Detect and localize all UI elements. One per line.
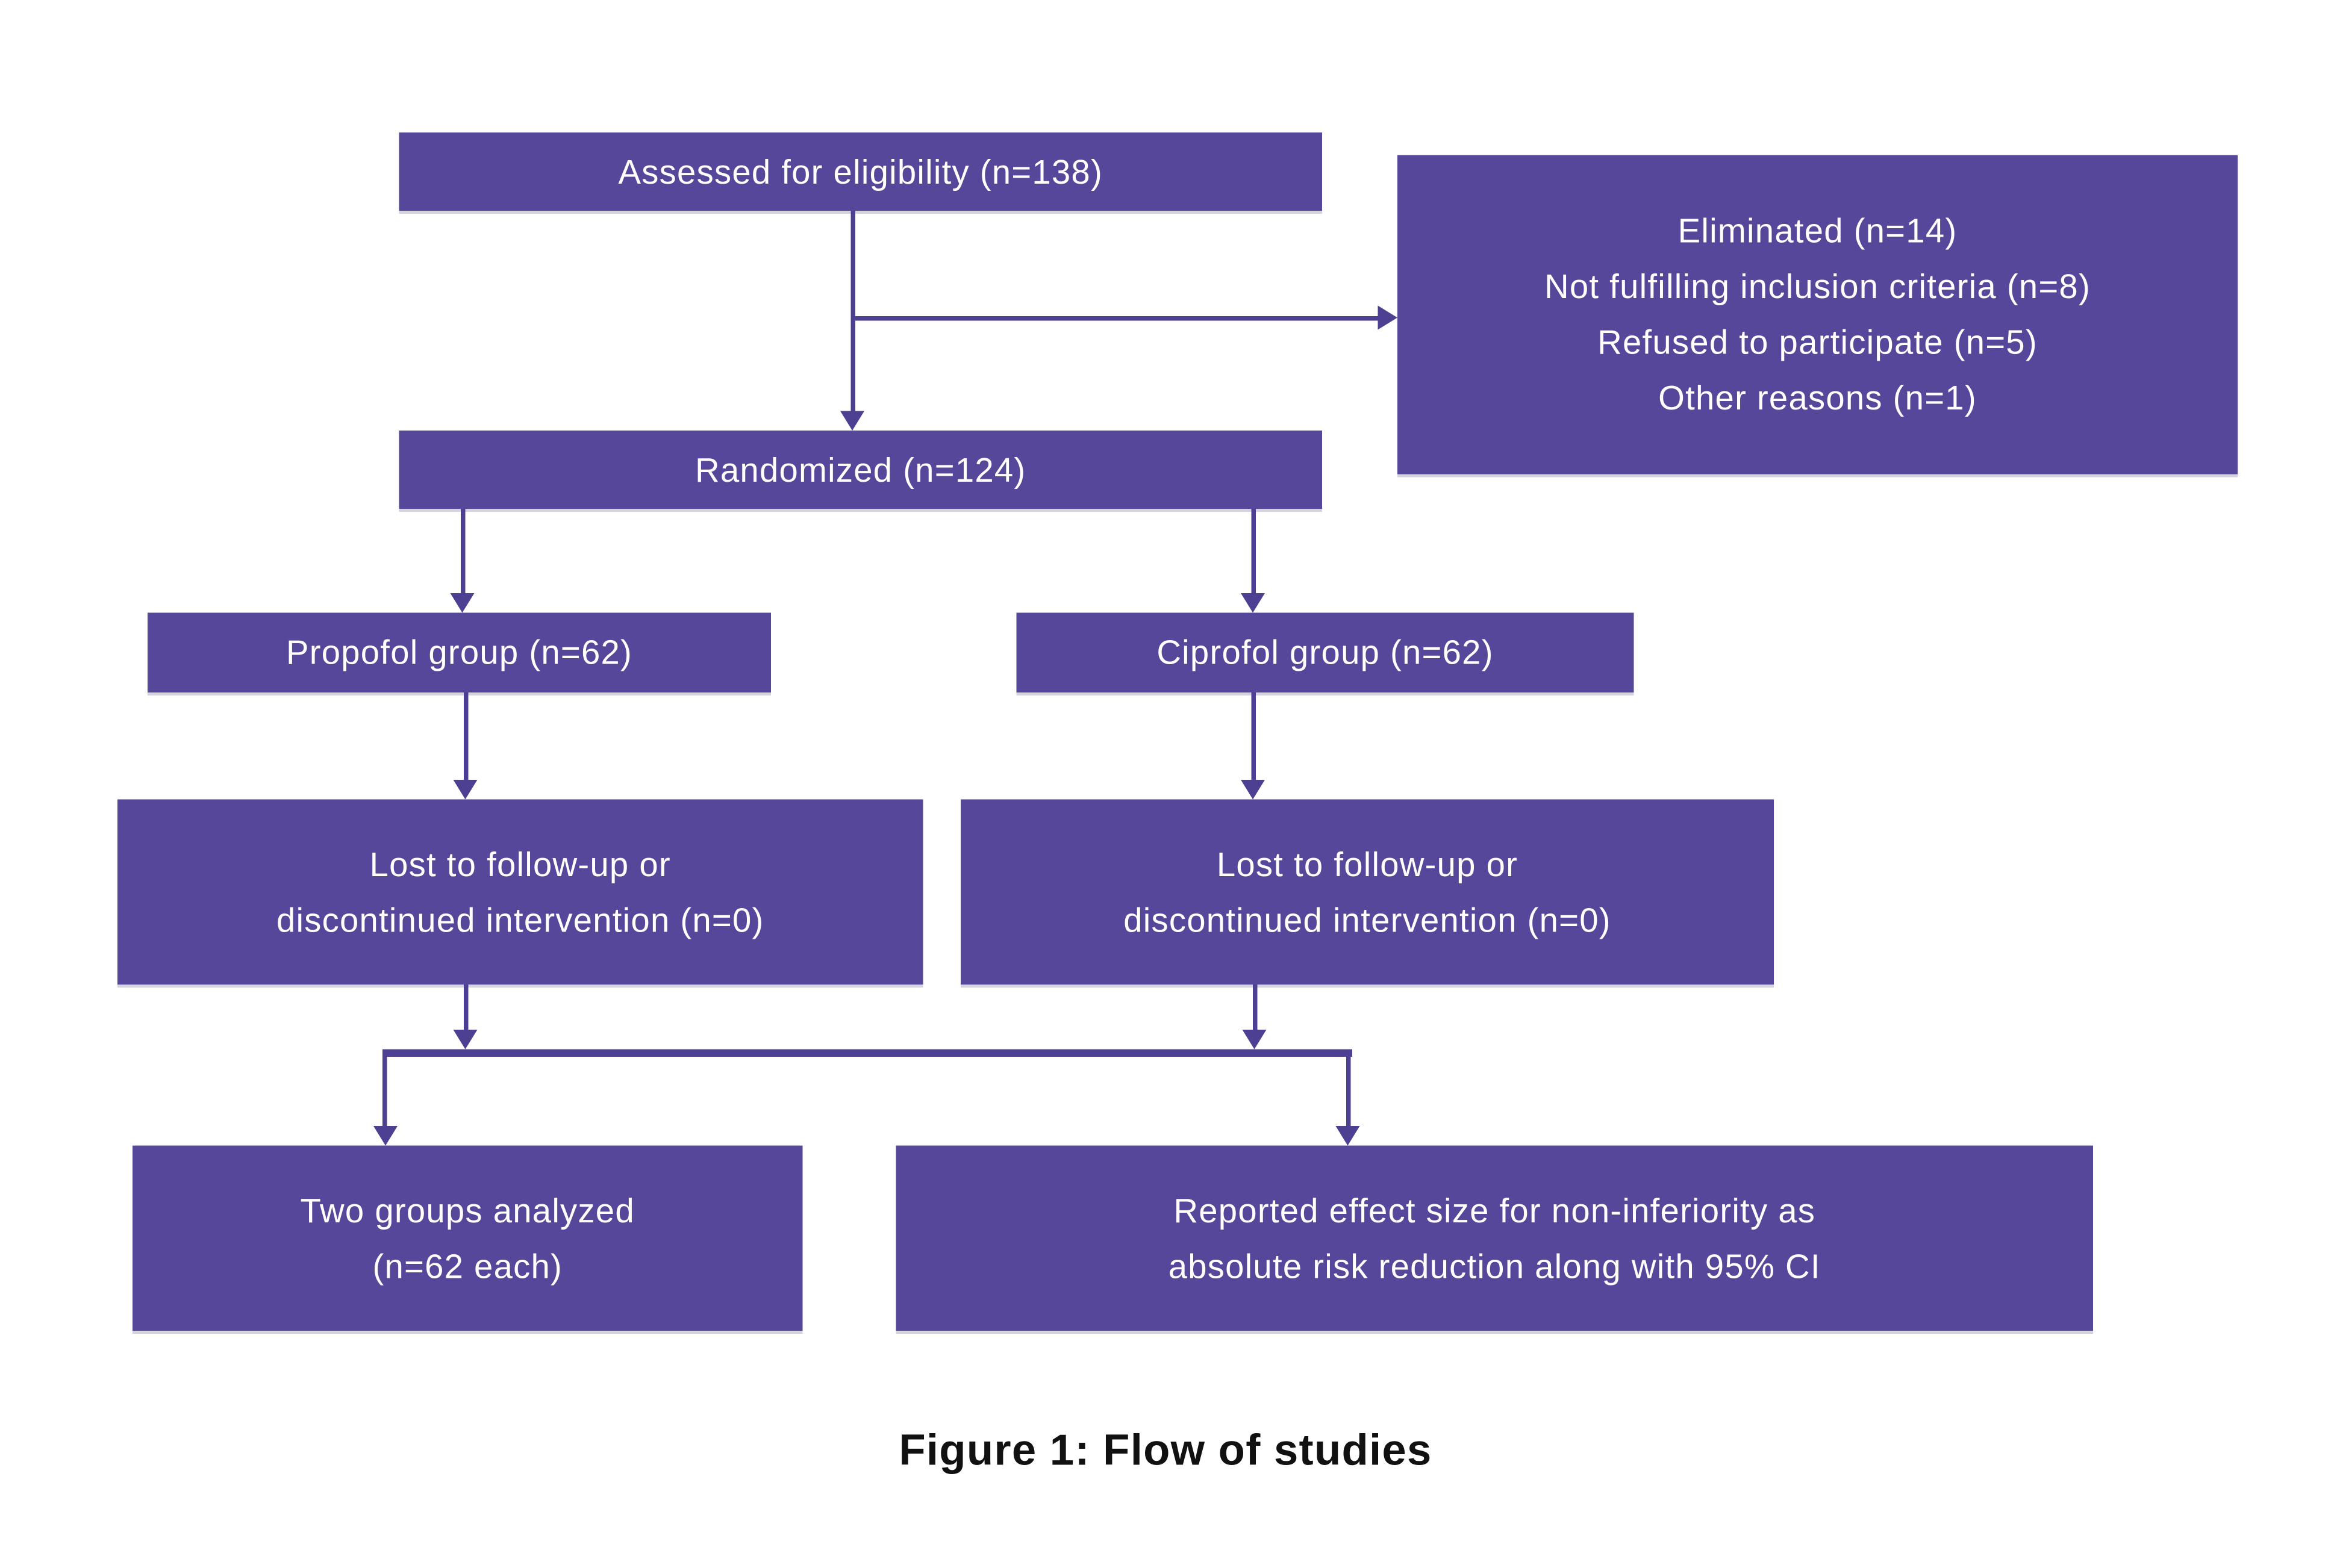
node-label-line: discontinued intervention (n=0)	[276, 901, 764, 939]
arrowhead-down-icon	[840, 411, 864, 431]
node-label: Propofol group (n=62)	[286, 633, 633, 672]
node-randomized: Randomized (n=124)	[399, 431, 1322, 509]
node-two-groups-analyzed: Two groups analyzed (n=62 each)	[133, 1145, 803, 1331]
node-assessed-for-eligibility: Assessed for eligibility (n=138)	[399, 132, 1322, 211]
arrowhead-down-icon	[1241, 780, 1265, 800]
connector-lost-right-rail	[1252, 985, 1257, 1033]
node-label-line: Not fulfilling inclusion criteria (n=8)	[1544, 268, 2091, 306]
node-label-line: Eliminated (n=14)	[1677, 212, 1958, 250]
connector-randomized-propofol	[460, 509, 465, 596]
arrowhead-down-icon	[1241, 593, 1265, 613]
node-label-line: Lost to follow-up or	[369, 845, 671, 883]
arrowhead-right-icon	[1378, 305, 1397, 330]
node-label: Ciprofol group (n=62)	[1156, 633, 1494, 672]
connector-ciprofol-lost	[1250, 692, 1255, 783]
connector-rail-analyzed	[382, 1054, 387, 1126]
figure-caption: Figure 1: Flow of studies	[899, 1427, 1432, 1475]
connector-assessed-randomized	[850, 211, 855, 414]
connector-rail	[382, 1049, 1352, 1057]
node-label-line: discontinued intervention (n=0)	[1123, 901, 1611, 939]
node-label: Randomized (n=124)	[695, 450, 1026, 489]
node-label-line: Refused to participate (n=5)	[1597, 323, 2038, 362]
node-label-line: Lost to follow-up or	[1216, 845, 1518, 883]
node-label-line: absolute risk reduction along with 95% C…	[1168, 1247, 1821, 1285]
arrowhead-down-icon	[450, 593, 475, 613]
arrowhead-down-icon	[1242, 1030, 1267, 1050]
node-eliminated: Eliminated (n=14) Not fulfilling inclusi…	[1397, 155, 2238, 474]
connector-lost-left-rail	[463, 985, 468, 1033]
connector-propofol-lost	[463, 692, 468, 783]
node-lost-followup-propofol: Lost to follow-up or discontinued interv…	[117, 799, 923, 985]
node-lost-followup-ciprofol: Lost to follow-up or discontinued interv…	[961, 799, 1774, 985]
node-ciprofol-group: Ciprofol group (n=62)	[1016, 612, 1634, 692]
connector-assessed-eliminated	[852, 315, 1378, 320]
node-label: Assessed for eligibility (n=138)	[618, 152, 1103, 191]
node-reported-effect-size: Reported effect size for non-inferiority…	[896, 1145, 2093, 1331]
connector-rail-reported	[1345, 1054, 1350, 1126]
arrowhead-down-icon	[453, 1030, 478, 1050]
node-label-line: Other reasons (n=1)	[1658, 379, 1977, 417]
node-label-line: (n=62 each)	[372, 1247, 563, 1285]
arrowhead-down-icon	[453, 780, 478, 800]
node-label-line: Two groups analyzed	[300, 1191, 635, 1230]
node-propofol-group: Propofol group (n=62)	[148, 612, 771, 692]
arrowhead-down-icon	[372, 1126, 397, 1146]
node-label-line: Reported effect size for non-inferiority…	[1173, 1191, 1816, 1230]
connector-randomized-ciprofol	[1250, 509, 1255, 596]
arrowhead-down-icon	[1335, 1126, 1360, 1146]
